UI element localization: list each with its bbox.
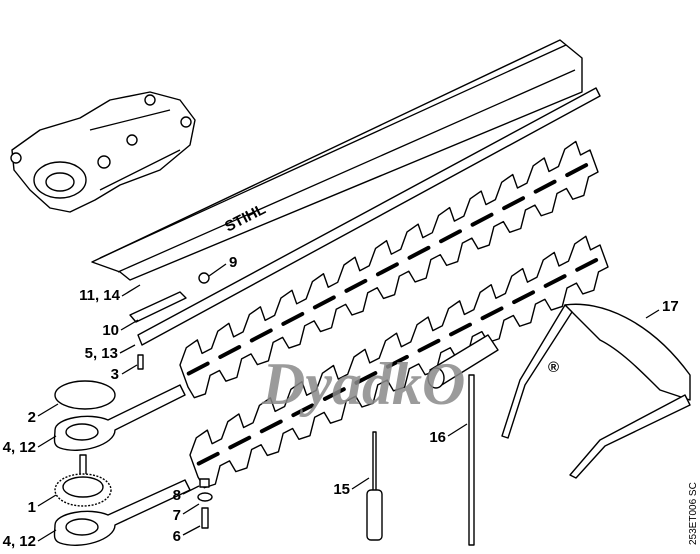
callout-7: 7 — [173, 507, 181, 524]
registered-mark: ® — [548, 359, 559, 376]
blade-end-lower — [53, 479, 191, 546]
callout-1: 1 — [28, 499, 36, 516]
washer — [197, 492, 213, 502]
callout-10: 10 — [102, 322, 119, 339]
blade-slot — [228, 435, 252, 450]
blade-slot — [502, 196, 526, 211]
blade-slot — [565, 163, 589, 178]
blade-slot — [281, 311, 305, 326]
cutter-blades — [179, 140, 609, 489]
blade-slot — [218, 345, 242, 359]
blade-slot — [480, 306, 504, 321]
blade-slot — [417, 338, 441, 353]
blade-slot — [186, 361, 210, 376]
safety-glasses — [501, 303, 691, 479]
blade-slot — [543, 274, 567, 288]
blade-slot — [196, 451, 220, 466]
blade-slot — [322, 387, 346, 401]
sleeve — [199, 478, 210, 488]
callout-17: 17 — [662, 298, 679, 315]
blade-slot — [385, 354, 409, 369]
blade-end-upper — [53, 384, 186, 451]
blade-slot — [512, 290, 536, 305]
combination-wrench — [427, 334, 499, 546]
callout-5-13: 5, 13 — [85, 345, 118, 362]
blade-slot — [449, 322, 472, 337]
callout-3: 3 — [111, 366, 119, 383]
callout-6: 6 — [173, 528, 181, 545]
blade-slot — [439, 229, 462, 244]
eccentric-gear — [54, 454, 112, 507]
drawing-code: 253ET006 SC — [688, 482, 699, 545]
callout-4-12-lower: 4, 12 — [3, 533, 36, 550]
blade-slot — [259, 419, 283, 434]
callout-11-14: 11, 14 — [79, 287, 121, 304]
screwdriver — [366, 431, 383, 541]
blade-slot — [470, 212, 494, 227]
blade-slot — [354, 371, 378, 385]
callout-2: 2 — [28, 409, 36, 426]
plate — [129, 291, 187, 323]
thrust-washer — [54, 380, 116, 410]
watermark: DyadkO — [261, 351, 465, 417]
gear-housing — [10, 91, 196, 213]
blade-slot — [407, 245, 431, 260]
bolt — [201, 507, 209, 529]
blade-slot — [533, 179, 557, 194]
callout-15: 15 — [333, 481, 350, 498]
callout-4-12-upper: 4, 12 — [3, 439, 36, 456]
support-bar — [137, 87, 601, 346]
blade-slot — [291, 403, 315, 418]
blade-slot — [375, 262, 399, 277]
callouts: 9 11, 14 10 5, 13 3 2 4, 12 1 8 7 6 4, 1… — [3, 254, 679, 550]
blade-slot — [344, 278, 368, 293]
screw — [137, 354, 144, 370]
callout-9: 9 — [229, 254, 237, 271]
callout-16: 16 — [429, 429, 446, 446]
callout-8: 8 — [173, 487, 181, 504]
blade-slot — [249, 328, 273, 343]
blade-slot — [575, 258, 599, 272]
blade-slot — [312, 295, 336, 310]
nut — [198, 272, 210, 284]
